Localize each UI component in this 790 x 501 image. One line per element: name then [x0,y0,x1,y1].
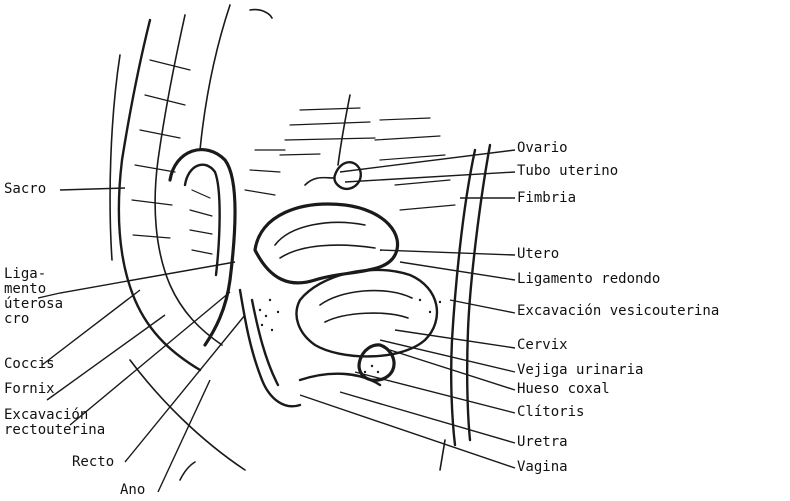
label-coccis: Coccis [4,357,55,372]
label-ano: Ano [120,483,145,498]
label-fornix: Fornix [4,382,55,397]
label-excavacion-line-2: rectouterina [4,423,105,438]
label-ligamento-line-1: Liga- [4,267,63,282]
label-utero: Utero [517,247,559,262]
label-recto: Recto [72,455,114,470]
label-ligamento-line-3: úterosa [4,297,63,312]
label-sacro: Sacro [4,182,46,197]
ovary-outline [334,162,360,189]
label-vagina: Vagina [517,460,568,475]
label-excavacion-rectouterina: Excavación rectouterina [4,408,105,438]
label-ligamento-line-2: mento [4,282,63,297]
label-tubo-uterino: Tubo uterino [517,164,618,179]
label-ligamento-line-4: cro [4,312,63,327]
label-ligamento-redondo: Ligamento redondo [517,272,660,287]
label-fimbria: Fimbria [517,191,576,206]
body-wall-outer [467,145,490,440]
label-uretra: Uretra [517,435,568,450]
label-excavacion-vesicouterina: Excavación vesicouterina [517,304,719,319]
label-excavacion-line-1: Excavación [4,408,105,423]
spine-inner-outline [155,15,222,345]
label-vejiga-urinaria: Vejiga urinaria [517,363,643,378]
spine-outline [119,20,200,370]
label-ovario: Ovario [517,141,568,156]
leader-lines-right [300,150,515,468]
label-cervix: Cervix [517,338,568,353]
label-clitoris: Clítoris [517,405,584,420]
label-ligamento-uterosacro: Liga- mento úterosa cro [4,267,63,327]
label-hueso-coxal: Hueso coxal [517,382,610,397]
